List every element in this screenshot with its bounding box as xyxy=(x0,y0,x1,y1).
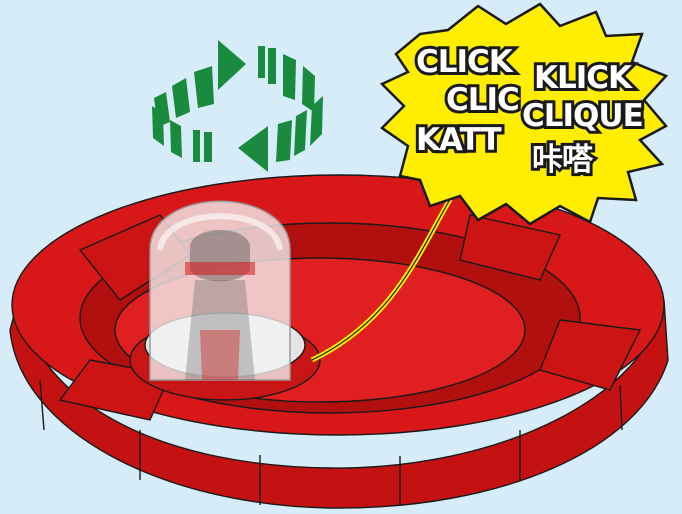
sfx-katt: KATT xyxy=(416,122,501,158)
red-ring-base xyxy=(10,175,668,508)
sfx-clique: CLIQUE xyxy=(522,98,643,134)
sfx-click: CLICK xyxy=(416,44,514,80)
sfx-chinese: 咔嗒 xyxy=(532,142,594,178)
rotate-arrows-icon xyxy=(152,40,323,172)
sfx-klick: KLICK xyxy=(534,60,633,96)
sfx-clic: CLIC xyxy=(446,82,519,118)
translucent-dome xyxy=(150,201,290,380)
sound-effect-burst: CLICK KLICK CLIC CLIQUE KATT 咔嗒 xyxy=(382,4,666,224)
